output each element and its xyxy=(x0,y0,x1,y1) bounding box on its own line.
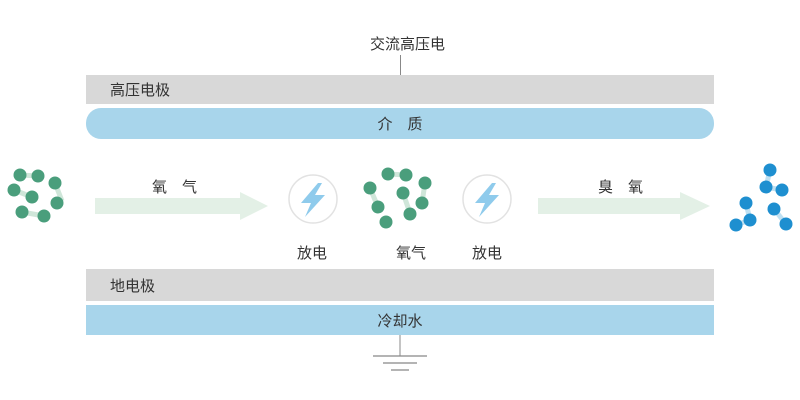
dielectric-bar: 介 质 xyxy=(86,108,714,139)
ozone-arrow-label: 臭 氧 xyxy=(598,178,644,196)
ozone-cluster-icon xyxy=(729,163,793,232)
discharge-left-label: 放电 xyxy=(297,244,328,262)
ground-symbol-icon xyxy=(373,335,427,371)
oxygen-arrow-label: 氧 气 xyxy=(152,178,198,196)
oxygen-flow-arrow xyxy=(95,192,268,220)
cooling-water-bar: 冷却水 xyxy=(86,305,714,335)
oxygen-cluster-center-icon xyxy=(363,167,432,229)
high-voltage-electrode-label: 高压电极 xyxy=(110,81,171,99)
ground-electrode-label: 地电极 xyxy=(110,276,156,295)
discharge-right-label: 放电 xyxy=(472,244,503,262)
hv-wire xyxy=(400,55,401,75)
ozone-flow-arrow xyxy=(538,192,710,220)
ac-high-voltage-label: 交流高压电 xyxy=(370,35,446,53)
ground-electrode: 地电极 xyxy=(86,269,714,301)
cooling-water-label: 冷却水 xyxy=(377,311,423,330)
oxygen-cluster-left-icon xyxy=(7,168,65,223)
lightning-bolt-icon xyxy=(462,174,512,224)
lightning-bolt-icon xyxy=(288,174,338,224)
high-voltage-electrode: 高压电极 xyxy=(86,75,714,104)
oxygen-center-label: 氧气 xyxy=(396,244,427,262)
dielectric-label: 介 质 xyxy=(377,115,423,133)
